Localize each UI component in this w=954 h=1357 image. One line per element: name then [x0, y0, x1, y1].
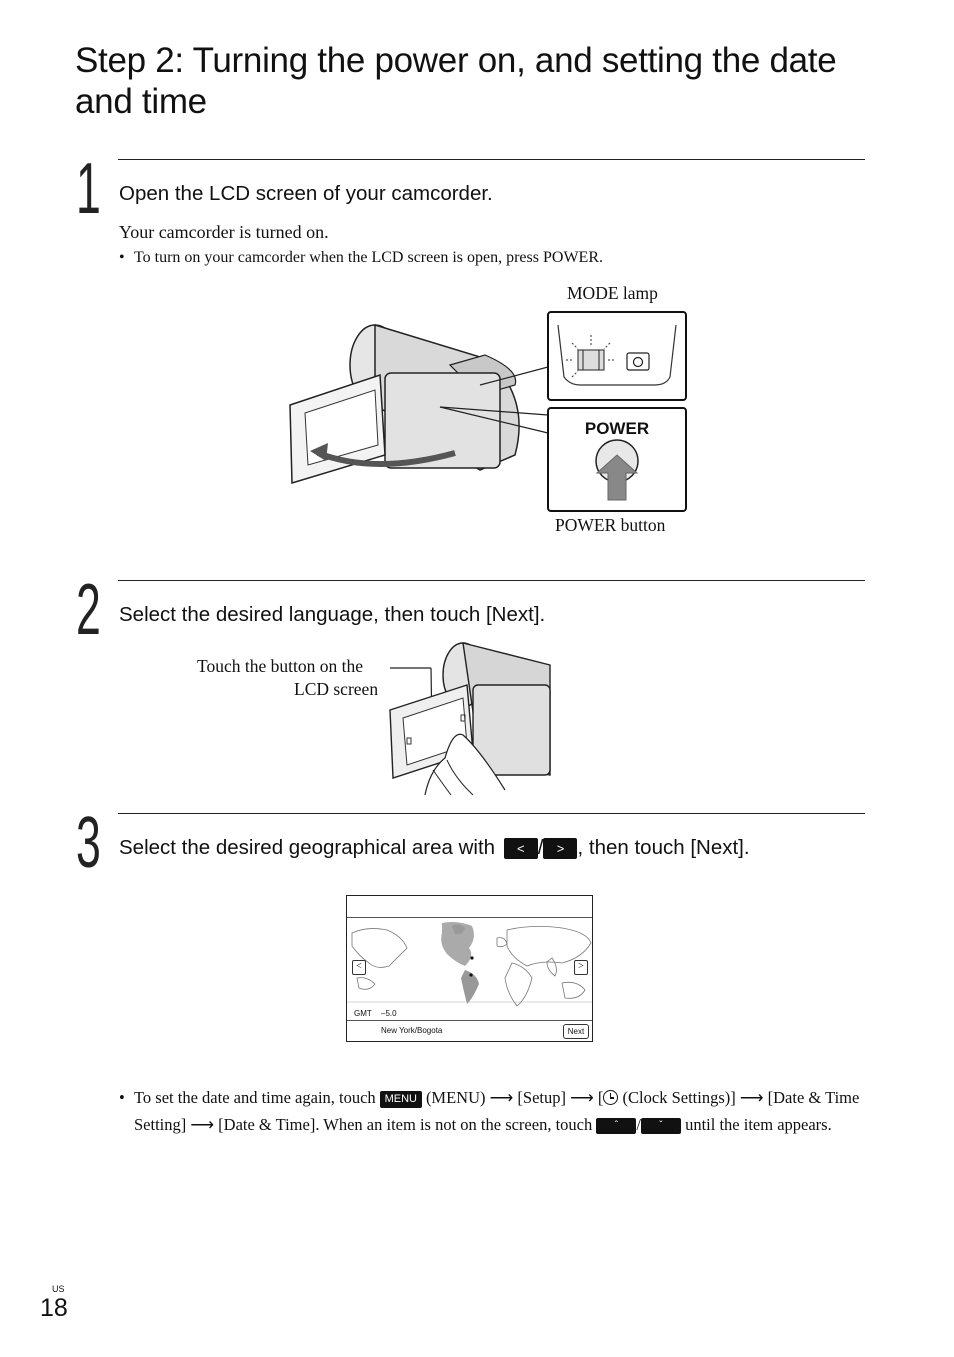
chevron-up-icon: ˆ — [596, 1118, 637, 1135]
next-button[interactable]: Next — [563, 1024, 589, 1039]
menu-button-icon: MENU — [379, 1090, 422, 1108]
note-text-6: [Date & Time Setting] — [134, 1088, 860, 1134]
step-2-number: 2 — [76, 570, 101, 650]
power-button-label: POWER button — [555, 515, 666, 535]
chevron-down-icon: ˇ — [640, 1118, 681, 1135]
right-arrow-icon: ⟶ — [489, 1088, 514, 1107]
map-right-button[interactable]: > — [574, 960, 588, 975]
clock-icon — [603, 1090, 619, 1105]
step-3-rule — [118, 813, 865, 814]
area-selection-screen: < > GMT –5.0 New York/Bogota Next — [346, 895, 593, 1042]
step-1-body: Your camcorder is turned on. — [119, 222, 329, 242]
note-text-5: (Clock Settings)] — [622, 1088, 736, 1107]
camcorder-illustration-1: POWER — [289, 311, 687, 512]
note-text-8: / — [636, 1115, 641, 1134]
step-3-number: 3 — [76, 803, 101, 883]
camcorder-illustration-2 — [389, 642, 551, 796]
right-arrow-icon: ⟶ — [190, 1115, 215, 1134]
step-3-heading-part1: Select the desired geographical area wit… — [119, 836, 496, 859]
world-map — [347, 922, 592, 1007]
step-2-heading: Select the desired language, then touch … — [119, 603, 546, 626]
right-arrow-icon: ⟶ — [739, 1088, 764, 1107]
step-3-heading-sep: / — [537, 836, 544, 859]
step-1-number: 1 — [76, 149, 101, 229]
step-1-rule — [118, 159, 865, 160]
city-name: New York/Bogota — [381, 1026, 443, 1035]
gmt-value: –5.0 — [381, 1009, 397, 1018]
right-arrow-icon: ⟶ — [570, 1088, 594, 1107]
note-text-1: To set the date and time again, touch — [134, 1088, 376, 1107]
step-3-heading-part2: , then touch [Next]. — [577, 836, 750, 859]
chevron-left-icon: < — [503, 838, 538, 860]
step-2-rule — [118, 580, 865, 581]
chevron-right-icon: > — [543, 838, 578, 860]
note-bullet: • — [119, 1088, 125, 1107]
step-1-bullet: •To turn on your camcorder when the LCD … — [119, 249, 603, 266]
map-left-button[interactable]: < — [352, 960, 366, 975]
note-text-7: [Date & Time]. When an item is not on th… — [218, 1115, 593, 1134]
callout-line-1: Touch the button on the — [197, 656, 363, 676]
note-text-3: [Setup] — [517, 1088, 566, 1107]
power-text: POWER — [585, 419, 649, 438]
page-region: US — [52, 1284, 65, 1294]
step-1-heading: Open the LCD screen of your camcorder. — [119, 182, 493, 205]
step-1-bullet-text: To turn on your camcorder when the LCD s… — [134, 249, 603, 266]
note-text-2: (MENU) — [425, 1088, 486, 1107]
note-text-4: [ — [597, 1088, 604, 1107]
mode-lamp-label: MODE lamp — [567, 283, 658, 303]
gmt-label: GMT — [354, 1009, 372, 1018]
page-number: 18 — [40, 1294, 68, 1322]
callout-line-2: LCD screen — [294, 679, 379, 699]
page-title: Step 2: Turning the power on, and settin… — [75, 41, 837, 121]
note-text-9: until the item appears. — [685, 1115, 832, 1134]
note-paragraph: • To set the date and time again, touch … — [119, 1084, 869, 1138]
step-3-heading: Select the desired geographical area wit… — [119, 836, 750, 860]
